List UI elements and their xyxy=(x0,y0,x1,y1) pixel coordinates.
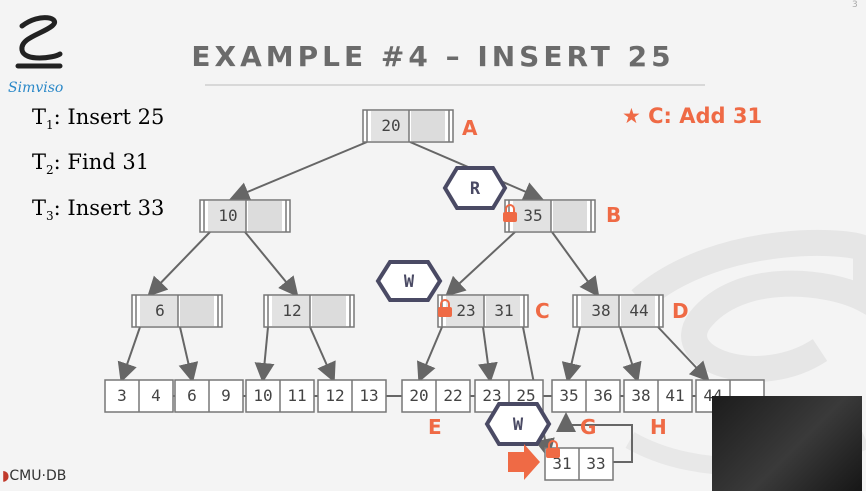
node-12-key: 12 xyxy=(282,301,301,320)
leaf-7: 38 41 xyxy=(623,379,693,413)
leaf-7-key: 38 xyxy=(631,386,650,405)
leaf-6-key: 36 xyxy=(593,386,612,405)
txn-3: T3: Insert 33 xyxy=(32,196,164,223)
simviso-mark-icon xyxy=(15,15,63,69)
note-add-31: ★ C: Add 31 xyxy=(622,104,762,128)
leaf-new-key: 31 xyxy=(552,454,571,473)
node-label-d: D xyxy=(672,299,689,323)
svg-text:W: W xyxy=(404,272,415,292)
logo-text: Simviso xyxy=(8,80,64,96)
txn-2: T2: Find 31 xyxy=(32,150,149,177)
leaf-new-key: 33 xyxy=(586,454,605,473)
latch-w-2: W xyxy=(484,402,552,446)
node-c-key: 31 xyxy=(494,301,513,320)
node-c-key: 23 xyxy=(456,301,475,320)
svg-text:R: R xyxy=(470,179,481,199)
txn-2-sub: 2 xyxy=(46,163,54,178)
leaf-5-key: 25 xyxy=(516,386,535,405)
leaf-2-key: 11 xyxy=(287,386,306,405)
pointer-arrow-icon xyxy=(508,444,540,480)
title-divider xyxy=(205,84,705,86)
leaf-1-key: 6 xyxy=(187,386,197,405)
watermark-shape xyxy=(631,229,866,382)
node-6: 6 xyxy=(131,294,223,328)
node-10-key: 10 xyxy=(218,206,237,225)
node-label-e: E xyxy=(428,415,442,439)
star-icon: ★ xyxy=(622,104,641,128)
leaf-4-key: 22 xyxy=(443,386,462,405)
node-a-key: 20 xyxy=(381,116,400,135)
leaf-5-key: 23 xyxy=(482,386,501,405)
leaf-1-key: 9 xyxy=(221,386,231,405)
node-d-key: 44 xyxy=(629,301,648,320)
new-leaf-link xyxy=(556,412,633,463)
cmu-mark-icon: ◗ xyxy=(2,468,10,484)
leaf-4-key: 20 xyxy=(409,386,428,405)
footer-logo-text: CMU·DB xyxy=(9,468,67,484)
node-d: 38 44 xyxy=(572,294,664,328)
txn-1-name: T xyxy=(32,105,47,129)
node-10: 10 xyxy=(199,199,291,233)
video-overlay xyxy=(712,396,862,491)
txn-1-text: : Insert 25 xyxy=(53,105,165,129)
leaf-3-key: 13 xyxy=(359,386,378,405)
txn-2-text: : Find 31 xyxy=(53,150,150,174)
leaf-new: 31 33 xyxy=(544,447,614,481)
lock-icon xyxy=(503,204,517,222)
svg-text:W: W xyxy=(513,415,524,435)
leaf-0-key: 3 xyxy=(117,386,127,405)
leaf-3: 12 13 xyxy=(317,379,387,413)
node-a: 20 xyxy=(362,109,454,143)
node-label-b: B xyxy=(606,203,621,227)
txn-3-name: T xyxy=(32,196,47,220)
slide-title: EXAMPLE #4 – INSERT 25 xyxy=(191,40,675,73)
node-label-c: C xyxy=(535,299,550,323)
txn-2-name: T xyxy=(32,150,47,174)
node-b-key: 35 xyxy=(523,206,542,225)
leaf-3-key: 12 xyxy=(325,386,344,405)
note-text: C: Add 31 xyxy=(648,104,763,128)
leaf-7-key: 41 xyxy=(665,386,684,405)
footer-logo: ◗CMU·DB xyxy=(2,468,66,484)
node-label-a: A xyxy=(462,116,478,140)
page-number: 3 xyxy=(852,0,858,10)
leaf-2: 10 11 xyxy=(245,379,315,413)
txn-3-text: : Insert 33 xyxy=(53,196,165,220)
txn-3-sub: 3 xyxy=(46,209,54,224)
node-label-g: G xyxy=(580,415,596,439)
leaf-0-key: 4 xyxy=(151,386,161,405)
txn-1-sub: 1 xyxy=(46,118,54,133)
latch-w-1: W xyxy=(375,260,443,302)
node-6-key: 6 xyxy=(155,301,165,320)
leaf-6: 35 36 xyxy=(551,379,621,413)
node-12: 12 xyxy=(263,294,355,328)
leaf-6-key: 35 xyxy=(559,386,578,405)
node-label-h: H xyxy=(650,415,667,439)
latch-r-0: R xyxy=(442,166,508,210)
leaf-2-key: 10 xyxy=(253,386,272,405)
node-d-key: 38 xyxy=(591,301,610,320)
txn-1: T1: Insert 25 xyxy=(32,105,164,132)
node-c: 23 31 xyxy=(437,294,529,328)
lock-icon xyxy=(438,299,452,317)
node-b: 35 xyxy=(504,199,596,233)
lock-icon xyxy=(546,440,560,458)
